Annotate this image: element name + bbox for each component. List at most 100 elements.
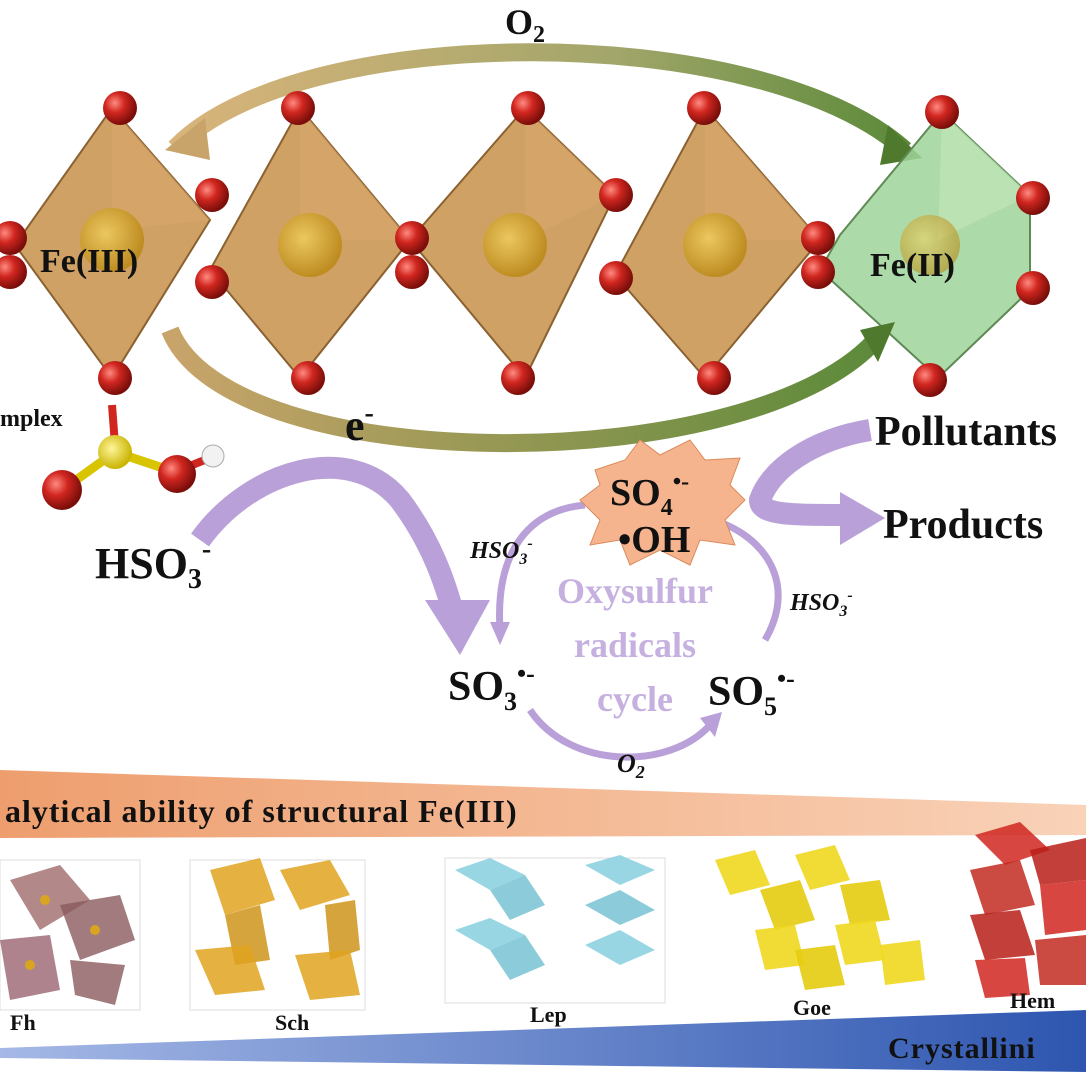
unit-cell [444,857,666,1004]
oxygen-atom [158,455,196,493]
o2-top-label: O2 [505,2,545,48]
mineral-goe [715,845,925,990]
oxygen-atom [599,261,633,295]
octahedron-4-face [705,108,820,240]
iron-atom-5 [900,215,960,275]
mineral-hem [970,822,1086,998]
electron-label: e- [345,398,374,450]
cycle-bisulfite-right: HSO3- [789,587,853,620]
oxygen-atom [281,91,315,125]
catalytic-ability-label: alytical ability of structural Fe(III) [5,793,518,829]
oxygen-atom [395,221,429,255]
oxygen-atom [291,361,325,395]
polyhedron [490,935,545,980]
oxygen-atom [1016,181,1050,215]
mineral-label-sch: Sch [275,1010,309,1035]
polyhedron [210,858,275,915]
oxygen-atom [98,361,132,395]
oxygen-atom [0,255,27,289]
polyhedron [795,845,850,890]
polyhedron [455,918,525,950]
iron-atom-3 [483,213,547,277]
polyhedron [295,950,360,1000]
polyhedron [835,920,885,965]
mineral-lep [444,855,666,1004]
mineral-label-goe: Goe [793,995,831,1020]
oxygen-atom [395,255,429,289]
bisulfite-arrowhead [425,600,490,655]
iron-atom [90,925,100,935]
oxygen-atom [913,363,947,397]
polyhedron [325,900,360,960]
so5-label: SO5•- [708,664,795,721]
mineral-fh [0,859,141,1011]
o2-bottom-label: O2 [617,749,645,782]
mineral-sch [189,858,366,1011]
polyhedron [1040,880,1086,935]
mineral-label-fh: Fh [10,1010,36,1035]
crystallinity-label: Crystallini [888,1032,1036,1065]
electron-arc [161,326,887,453]
oxygen-atom [801,255,835,289]
oxygen-atom [103,91,137,125]
complex-label: mplex [0,406,63,432]
cycle-bisulfite-left: HSO3- [469,535,533,568]
octahedron-5-face [938,112,1030,240]
polyhedron [280,860,350,910]
octahedron-1-face [112,108,210,230]
unit-cell [189,859,366,1011]
oxygen-atom [511,91,545,125]
polyhedron [70,960,125,1005]
polyhedron [715,850,770,895]
fe3-label: Fe(III) [40,243,138,280]
polyhedron [1030,838,1086,885]
cycle-title-line1: Oxysulfur [557,571,713,611]
so4-label: SO4•- [610,469,689,521]
crystallinity-wedge [0,1010,1086,1072]
polyhedron [975,958,1030,998]
oxygen-atom [195,178,229,212]
o2-cycle-arc [168,43,911,157]
iron-atoms [80,208,960,277]
cycle-title-line3: cycle [597,679,673,719]
pollutants-label: Pollutants [875,409,1057,455]
polyhedron [755,925,805,970]
oxygen-atom [501,361,535,395]
cycle-title-line2: radicals [574,625,696,665]
cycle-arc-left [496,501,586,631]
polyhedron [795,945,845,990]
octahedron-2-face [300,108,410,240]
polyhedron [10,865,90,930]
mineral-label-hem: Hem [1010,988,1055,1013]
iron-atom [25,960,35,970]
oxygen-atom [925,95,959,129]
electron-arrowhead [860,322,895,362]
oxygen-atom [599,178,633,212]
products-arrowhead [840,492,885,545]
sulfur-atom [98,435,132,469]
oxygen-atom [195,265,229,299]
iron-atom-4 [683,213,747,277]
polyhedron [585,855,655,885]
cycle-arrowhead-left [490,622,510,645]
polyhedron [585,890,655,925]
bisulfite-molecule [42,404,225,510]
iron-atom-2 [278,213,342,277]
octahedron-3-face [525,108,615,240]
arrowhead-left [165,118,210,160]
polyhedron [760,880,815,930]
fe2-label: Fe(II) [870,247,955,284]
hydrogen-atom [201,444,225,468]
bisulfite-to-so3-arrow [191,456,466,623]
cycle-arrowhead-bottom [700,712,722,737]
polyhedron [840,880,890,925]
mineral-label-lep: Lep [530,1002,567,1027]
unit-cell [0,859,141,1011]
oxygen-atom [0,221,27,255]
oxygen-atom [687,91,721,125]
oxygen-atoms [0,91,1050,397]
iron-atom [40,895,50,905]
polyhedron [970,910,1035,960]
polyhedron [195,945,265,995]
polyhedron [1035,935,1086,985]
